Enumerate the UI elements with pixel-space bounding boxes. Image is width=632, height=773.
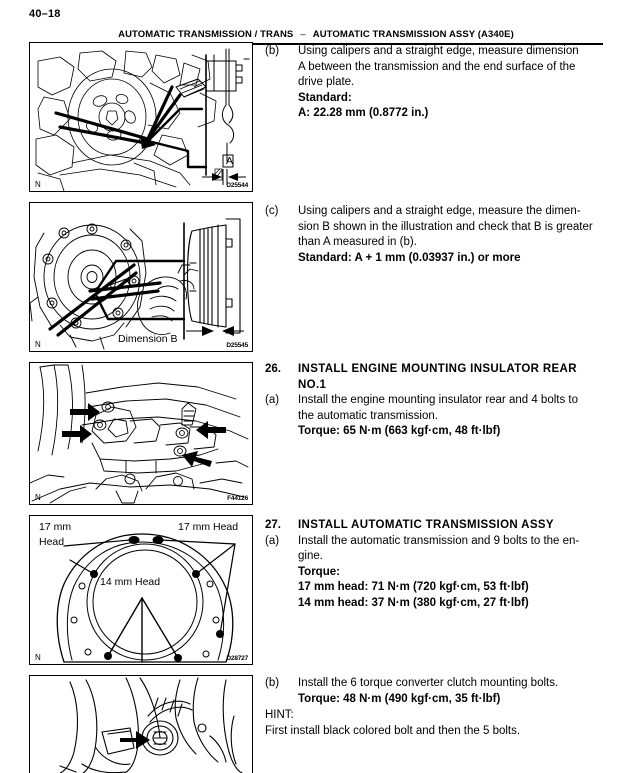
step-line-torque: Torque: 48 N·m (490 kgf·cm, 35 ft·lbf) (298, 692, 501, 705)
figure-d28727-label-17mm-left-2: Head (39, 536, 65, 548)
step-text: Install the 6 torque converter clutch mo… (298, 676, 610, 707)
figure-d25544-corner-mark: N (35, 180, 41, 189)
hint-text: First install black colored bolt and the… (265, 724, 521, 737)
step-marker: (c) (265, 205, 279, 217)
figure-f44126-artwork (30, 363, 252, 504)
step-line: than A measured in (b). (298, 236, 417, 249)
step-line: Install the automatic transmission and 9… (298, 534, 580, 547)
figure-bottom-partial-artwork (30, 676, 252, 773)
step-line-torque-17mm: 17 mm head: 71 N·m (720 kgf·cm, 53 ft·lb… (298, 581, 529, 594)
step-text: Install the automatic transmission and 9… (298, 534, 610, 612)
step-line-standard-label: Standard: (298, 91, 352, 104)
step-line-torque-14mm: 14 mm head: 37 N·m (380 kgf·cm, 27 ft·lb… (298, 596, 529, 609)
step-marker: (a) (265, 534, 280, 547)
step-b-torque-converter-bolts: (b) Install the 6 torque converter clutc… (265, 676, 610, 739)
step-line: Install the 6 torque converter clutch mo… (298, 677, 559, 689)
figure-d25544: A N D25544 (29, 42, 253, 192)
figure-f44126-code: F44126 (227, 495, 248, 502)
step-line: Using calipers and a straight edge, meas… (298, 45, 579, 57)
step-heading-line: NO.1 (298, 378, 327, 391)
hint-block: HINT: First install black colored bolt a… (265, 708, 610, 739)
figure-d28727-label-17mm-left-1: 17 mm (39, 521, 72, 533)
step-line: the automatic transmission. (298, 409, 438, 422)
step-line-standard-value: Standard: A + 1 mm (0.03937 in.) or more (298, 251, 521, 264)
step-heading: INSTALL AUTOMATIC TRANSMISSION ASSY (298, 518, 610, 534)
step-marker: (b) (265, 677, 280, 689)
header-subsection-title: AUTOMATIC TRANSMISSION ASSY (A340E) (312, 29, 514, 40)
step-text: Install the engine mounting insulator re… (298, 393, 610, 440)
figure-d25545: Dimension B N D25545 (29, 202, 253, 352)
step-line-torque: Torque: 65 N·m (663 kgf·cm, 48 ft·lbf) (298, 425, 501, 438)
page-number: 40–18 (29, 8, 61, 20)
step-27-install-automatic-transmission-assy: 27. INSTALL AUTOMATIC TRANSMISSION ASSY … (265, 518, 610, 612)
figure-d28727: 17 mm Head 17 mm Head 14 mm Head N D2872… (29, 515, 253, 665)
step-26-install-engine-mounting-insulator: 26. INSTALL ENGINE MOUNTING INSULATOR RE… (265, 362, 610, 440)
step-c-measure-dimension-b: (c) Using calipers and a straight edge, … (265, 204, 610, 266)
step-line: drive plate. (298, 76, 355, 89)
figure-d28727-corner-mark: N (35, 653, 41, 662)
figure-d28727-label-14mm: 14 mm Head (100, 576, 161, 588)
step-heading: INSTALL ENGINE MOUNTING INSULATOR REAR N… (298, 362, 610, 393)
step-text: Using calipers and a straight edge, meas… (298, 44, 610, 122)
step-line: Using calipers and a straight edge, meas… (298, 205, 581, 217)
page-header: AUTOMATIC TRANSMISSION / TRANS–AUTOMATIC… (29, 24, 603, 45)
figure-d25544-artwork (30, 43, 252, 191)
figure-d25545-corner-mark: N (35, 340, 41, 349)
header-section-title: AUTOMATIC TRANSMISSION / TRANS (118, 29, 294, 40)
figure-f44126: N F44126 (29, 362, 253, 505)
step-line: gine. (298, 550, 323, 563)
figure-d28727-artwork (30, 516, 252, 664)
figure-d28727-code: D28727 (226, 655, 248, 662)
step-number: 27. (265, 519, 281, 531)
figure-d25545-code: D25545 (226, 342, 248, 349)
step-heading-line: INSTALL ENGINE MOUNTING INSULATOR REAR (298, 363, 577, 375)
header-dash: – (300, 29, 306, 40)
figure-f44126-corner-mark: N (35, 493, 41, 502)
step-line: sion B shown in the illustration and che… (298, 220, 593, 233)
step-marker: (a) (265, 394, 280, 407)
step-number: 26. (265, 363, 281, 375)
step-heading-line: INSTALL AUTOMATIC TRANSMISSION ASSY (298, 519, 554, 531)
figure-d25545-label-dimension-b: Dimension B (118, 333, 178, 345)
figure-d25545-artwork (30, 203, 252, 351)
step-line: Install the engine mounting insulator re… (298, 394, 579, 407)
figure-d28727-label-17mm-right: 17 mm Head (178, 521, 239, 533)
step-line: A between the transmission and the end s… (298, 60, 576, 73)
step-b-measure-dimension-a: (b) Using calipers and a straight edge, … (265, 44, 610, 122)
step-line-torque-label: Torque: (298, 565, 340, 578)
figure-d25544-label-a: A (226, 155, 234, 167)
figure-d25544-code: D25544 (226, 182, 248, 189)
hint-label: HINT: (265, 709, 294, 722)
step-line-standard-value: A: 22.28 mm (0.8772 in.) (298, 107, 429, 120)
step-marker: (b) (265, 45, 280, 57)
figure-bottom-partial (29, 675, 253, 773)
step-text: Using calipers and a straight edge, meas… (298, 204, 610, 266)
